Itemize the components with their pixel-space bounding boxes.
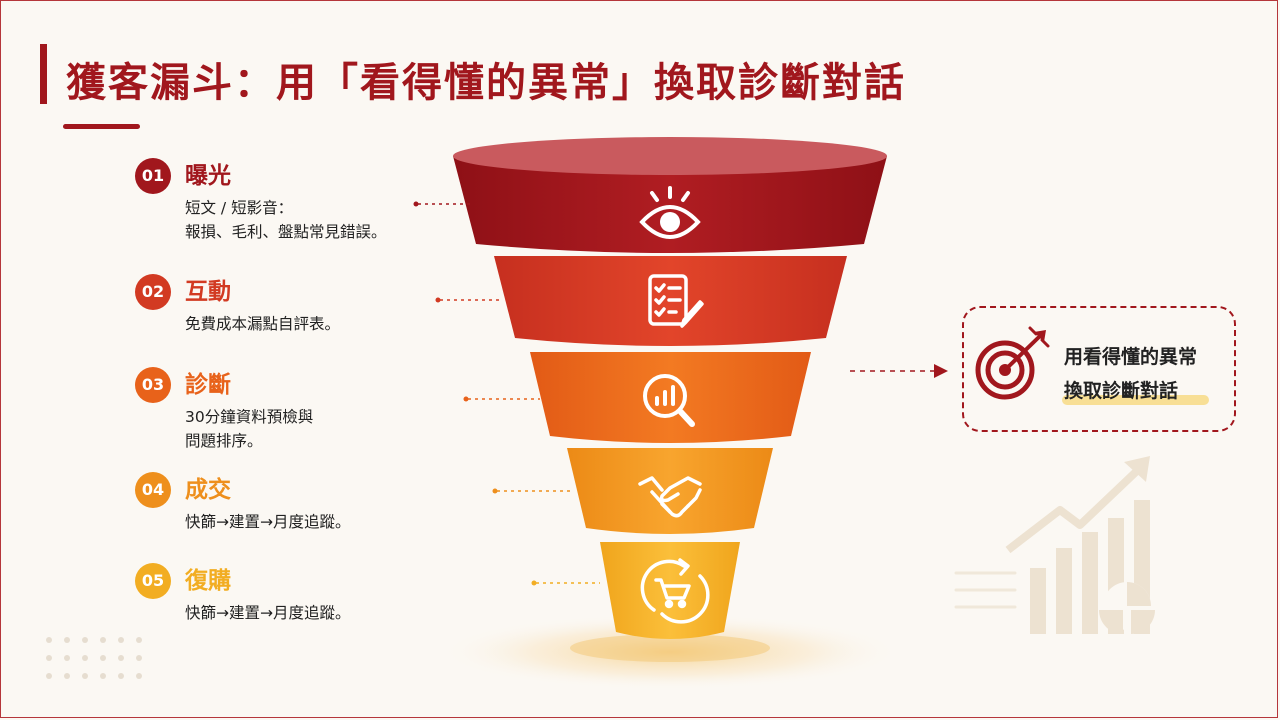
step-3-desc-line-1: 30分鐘資料預檢與: [185, 408, 314, 426]
checklist-icon: [648, 274, 704, 328]
funnel-layer-3: [530, 352, 811, 443]
magnifier-chart-icon: [643, 374, 695, 427]
target-icon: [975, 326, 1050, 400]
step-4-label: 成交: [185, 477, 231, 503]
callout-highlight: [1062, 395, 1209, 405]
step-2-number: 02: [135, 274, 171, 310]
funnel-layer-4: [567, 448, 773, 534]
step-5-label: 復購: [185, 568, 231, 594]
dot-grid-decoration: [46, 637, 142, 679]
callout-box: 用看得懂的異常 換取診斷對話: [962, 306, 1236, 432]
connector-lines: [418, 203, 600, 584]
step-1-desc-line-2: 報損、毛利、盤點常見錯誤。: [185, 223, 387, 241]
step-1-desc-line-1: 短文 / 短影音：: [185, 199, 294, 217]
callout-line-1: 用看得懂的異常: [1064, 346, 1198, 368]
title-underline: [63, 124, 140, 129]
funnel-top-opening: [453, 137, 887, 175]
step-4-number: 04: [135, 472, 171, 508]
callout-arrow-head: [934, 364, 948, 378]
handshake-icon: [638, 476, 702, 518]
cart-cycle-icon: [640, 558, 710, 624]
growth-chart-decoration: [954, 456, 1155, 634]
funnel-base-glow: [440, 614, 900, 690]
title-accent-bar: [40, 44, 47, 104]
step-2-desc-line-1: 免費成本漏點自評表。: [185, 315, 341, 333]
step-4-desc: 快篩→建置→月度追蹤。: [185, 510, 350, 534]
step-5-number: 05: [135, 563, 171, 599]
step-3-desc: 30分鐘資料預檢與 問題排序。: [185, 405, 313, 453]
step-4-desc-line-1: 快篩→建置→月度追蹤。: [185, 513, 351, 531]
step-1-desc: 短文 / 短影音： 報損、毛利、盤點常見錯誤。: [185, 196, 387, 244]
step-3-number: 03: [135, 367, 171, 403]
funnel-layer-1: [453, 156, 887, 253]
step-2-desc: 免費成本漏點自評表。: [185, 312, 340, 336]
funnel-layer-5: [600, 542, 740, 639]
page-title: 獲客漏斗：用「看得懂的異常」換取診斷對話: [66, 60, 906, 106]
eye-icon: [639, 186, 701, 239]
step-5-desc: 快篩→建置→月度追蹤。: [185, 601, 350, 625]
step-3-desc-line-2: 問題排序。: [185, 432, 263, 450]
step-5-desc-line-1: 快篩→建置→月度追蹤。: [185, 604, 351, 622]
step-2-label: 互動: [185, 279, 231, 305]
step-1-number: 01: [135, 158, 171, 194]
step-3-label: 診斷: [185, 372, 231, 398]
funnel-base-shadow: [570, 634, 770, 662]
step-1-label: 曝光: [185, 163, 231, 189]
callout-line-2: 換取診斷對話: [1064, 380, 1179, 402]
